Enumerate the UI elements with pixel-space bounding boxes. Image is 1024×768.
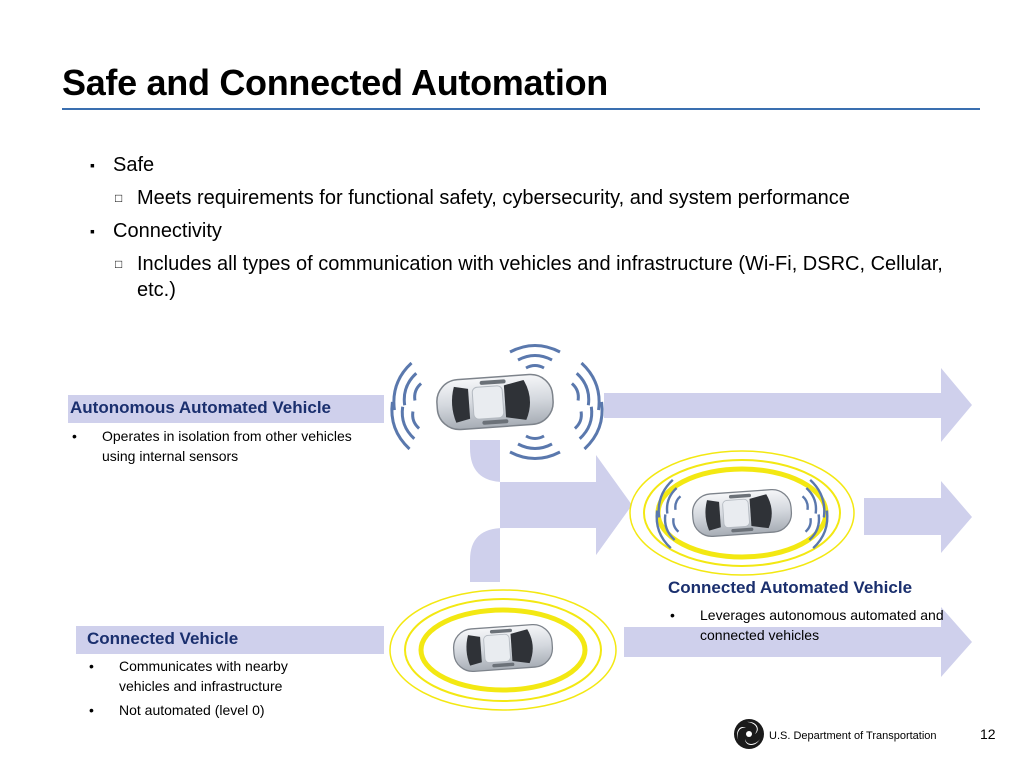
title-rule <box>62 108 980 110</box>
note-bullet: • <box>670 607 675 623</box>
bullet-marker: ▪ <box>90 157 95 173</box>
note-text: Not automated (level 0) <box>119 702 265 718</box>
bullet-marker: ▪ <box>90 223 95 239</box>
note-text: Communicates with nearby vehicles and in… <box>119 658 288 694</box>
note-bullet: • <box>89 658 94 674</box>
slide-title: Safe and Connected Automation <box>62 62 608 103</box>
arrow-connected-automated-output <box>864 481 972 553</box>
note-text: Operates in isolation from other vehicle… <box>102 428 352 464</box>
arrow-connected-output <box>624 607 972 677</box>
connected-automated-car <box>629 450 855 576</box>
bullet-text: Safe <box>113 154 155 176</box>
arrow-autonomous-output <box>604 368 972 442</box>
connected-car <box>389 589 617 711</box>
footer-agency: U.S. Department of Transportation <box>769 730 937 742</box>
note-bullet: • <box>89 702 94 718</box>
sub-bullet-text: Includes all types of communication with… <box>137 253 943 301</box>
bullet-text: Connectivity <box>113 220 222 242</box>
dot-logo-icon <box>734 719 764 749</box>
sub-bullet-marker: □ <box>115 191 123 205</box>
autonomous-vehicle-label: Autonomous Automated Vehicle <box>70 398 332 417</box>
connected-automated-vehicle-label: Connected Automated Vehicle <box>668 578 913 597</box>
arrow-merge-connected <box>470 505 632 582</box>
note-bullet: • <box>72 428 77 444</box>
sub-bullet-text: Meets requirements for functional safety… <box>137 187 850 209</box>
sub-bullet-marker: □ <box>115 257 123 271</box>
note-text: Leverages autonomous automated and conne… <box>700 607 944 643</box>
connected-label-band <box>76 626 384 654</box>
page-number: 12 <box>980 726 996 742</box>
autonomous-label-band <box>68 395 384 423</box>
connected-vehicle-label: Connected Vehicle <box>87 629 239 648</box>
